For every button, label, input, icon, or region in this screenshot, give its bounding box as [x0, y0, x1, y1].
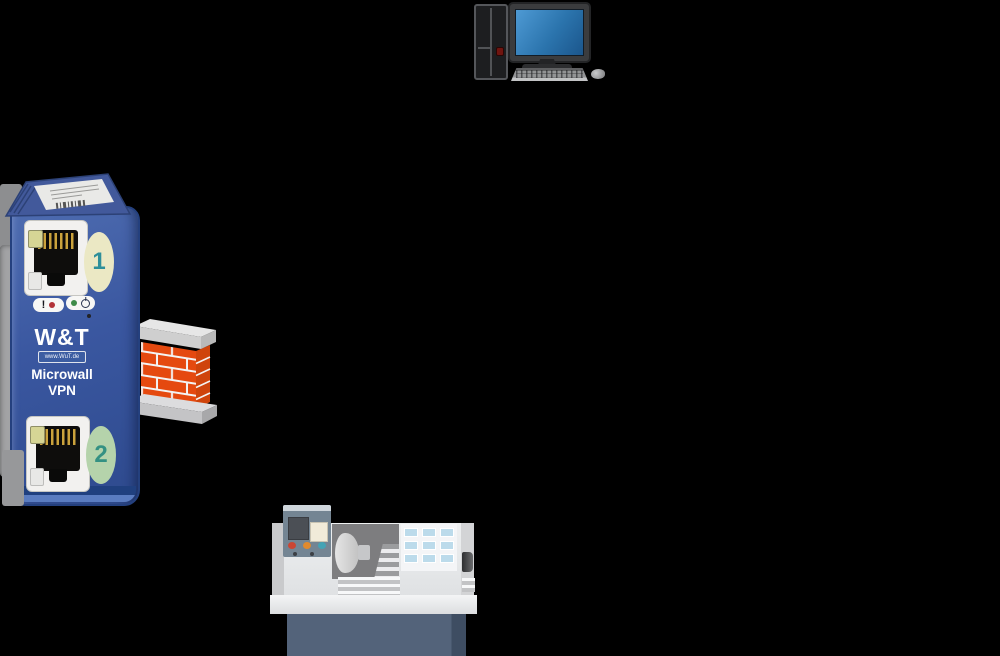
status-led-icon: [71, 300, 77, 306]
lathe-chuck-icon: [335, 533, 359, 573]
port-led: [30, 468, 44, 486]
panel-knob: [293, 552, 297, 556]
wt-url-label: www.WuT.de: [38, 351, 86, 363]
panel-knob: [310, 552, 314, 556]
grid-key: [422, 554, 436, 563]
pc-tower-icon: [474, 4, 508, 80]
port-1-number: 1: [92, 248, 106, 275]
mouse-icon: [591, 69, 605, 79]
grid-key: [404, 528, 418, 537]
machine-left-column: [272, 523, 284, 597]
panel-red-button: [288, 542, 296, 549]
panel-keypad-area: [310, 522, 328, 542]
port-1-badge: 1: [84, 232, 114, 292]
lathe-spindle: [358, 545, 370, 560]
error-led-icon: [49, 302, 56, 308]
monitor-stand: [522, 64, 572, 71]
cnc-machine: [270, 500, 480, 656]
monitor-icon: [508, 2, 591, 63]
tower-panel-line: [490, 8, 492, 76]
din-rail-clip-foot: [2, 450, 24, 506]
machine-rails-right: [462, 578, 475, 592]
grid-key: [440, 541, 454, 550]
error-led-pill: !: [33, 298, 64, 312]
microwall-vpn-device: 1 ! W&T www.WuT.de Microwall VPN 2: [0, 170, 145, 515]
grid-key: [404, 554, 418, 563]
grid-key: [440, 528, 454, 537]
panel-display-screen: [288, 517, 309, 540]
machining-area: [332, 524, 399, 579]
ethernet-port-1: [24, 220, 88, 296]
port-led: [30, 426, 45, 444]
product-variant: VPN: [48, 382, 76, 398]
panel-cyan-button: [318, 542, 326, 549]
button-grid: [404, 528, 454, 563]
port-led: [28, 230, 43, 248]
tower-panel-line: [478, 47, 490, 49]
port-led: [28, 272, 42, 290]
monitor-neck: [538, 59, 556, 65]
panel-orange-button: [303, 542, 311, 549]
machine-base: [287, 614, 466, 656]
machine-button-panel: [401, 524, 457, 571]
power-icon: [81, 298, 90, 308]
port-2-number: 2: [94, 441, 108, 468]
grid-key: [440, 554, 454, 563]
grid-key: [422, 541, 436, 550]
grid-key: [422, 528, 436, 537]
device-branding: W&T www.WuT.de Microwall VPN: [24, 326, 100, 398]
port-2-badge: 2: [86, 426, 116, 484]
wt-logo: W&T: [34, 324, 90, 350]
rj45-jack-tab: [49, 469, 67, 482]
machine-rails: [338, 577, 400, 595]
power-led-pill: [66, 296, 95, 310]
tailstock-icon: [462, 552, 473, 572]
product-name: Microwall: [31, 367, 93, 382]
ethernet-port-2: [26, 416, 90, 492]
alarm-symbol: !: [41, 298, 46, 311]
machine-skirt: [270, 595, 477, 614]
rj45-jack-tab: [47, 273, 65, 286]
reset-hole: [87, 314, 91, 318]
monitor-screen: [515, 9, 584, 56]
tool-turret: [374, 544, 399, 579]
machine-control-panel: [283, 505, 331, 557]
keyboard-icon: [511, 68, 588, 81]
panel-top-strip: [283, 505, 331, 511]
tower-power-button-icon: [496, 47, 504, 56]
firewall-icon: [129, 319, 217, 424]
device-top-label: [4, 173, 132, 217]
grid-key: [404, 541, 418, 550]
desktop-pc: [465, 0, 615, 88]
